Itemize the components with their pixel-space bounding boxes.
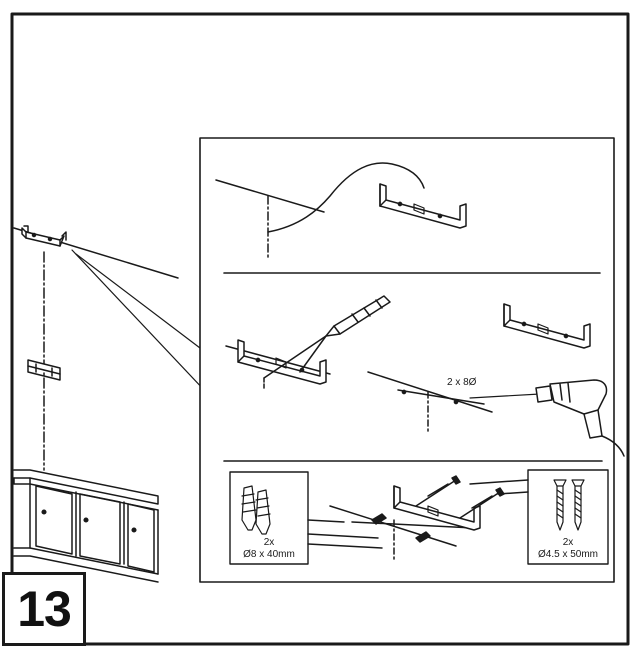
panel-position-bracket (215, 162, 467, 259)
screw-size-label: Ø4.5 x 50mm (537, 549, 599, 560)
cabinet-rail (27, 359, 61, 381)
step-number: 13 (17, 581, 72, 637)
panel-fix-bracket (229, 469, 609, 565)
step-number-box: 13 (2, 572, 86, 646)
wall-bracket-small (21, 225, 67, 247)
plug-size-label: Ø8 x 40mm (243, 549, 295, 560)
drill-icon (469, 379, 625, 457)
wall-plug-icon (241, 485, 271, 535)
wall-cabinet (13, 469, 159, 583)
plug-count-label: 2x (263, 537, 275, 548)
drill-size-label: 2 x 8Ø (447, 377, 477, 388)
screw-icon (553, 479, 585, 531)
plug-inset (229, 471, 309, 565)
panel-mark-drill (225, 295, 625, 457)
pencil-icon (263, 295, 391, 379)
overview-scene (13, 225, 207, 583)
outer-frame (10, 12, 630, 646)
screw-inset (527, 469, 609, 565)
screw-count-label: 2x (562, 537, 574, 548)
